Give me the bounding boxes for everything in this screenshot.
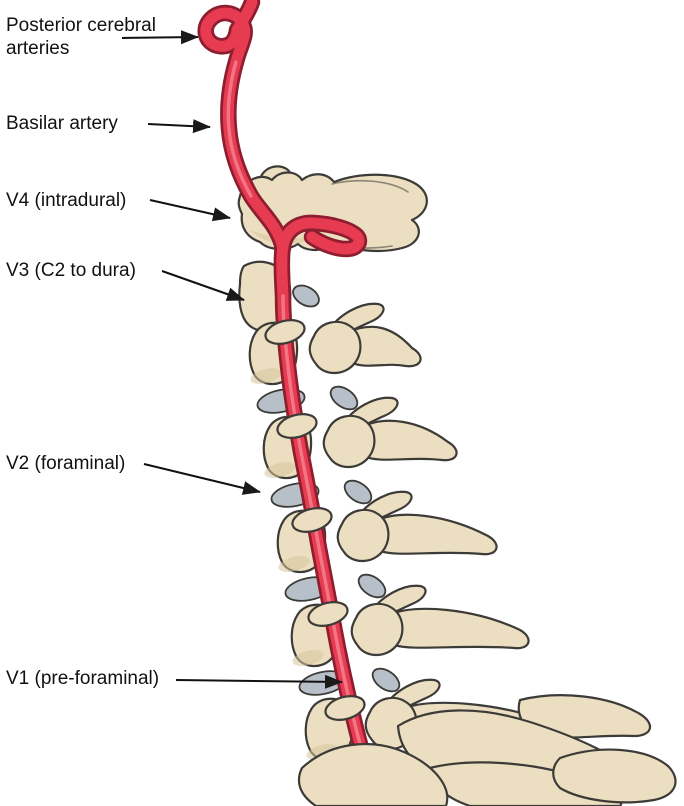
wing-shade	[250, 230, 320, 244]
foramen-bridge	[307, 601, 349, 627]
body-shade	[292, 650, 324, 666]
articular-pillar	[322, 414, 376, 469]
facet-cartilage	[329, 385, 359, 411]
body-shade	[278, 556, 310, 572]
label-v3: V3 (C2 to dura)	[6, 260, 136, 281]
vertebral-artery-system	[197, 0, 371, 761]
transverse-foramen-bridges	[264, 319, 449, 806]
label-arrows	[121, 30, 343, 689]
foramen-bridge	[264, 319, 306, 345]
arrow-v3	[161, 270, 245, 301]
facet-cartilage	[292, 284, 320, 308]
artery-highlight	[226, 60, 253, 198]
label-v2: V2 (foraminal)	[6, 453, 126, 474]
foramen-bridge	[324, 695, 366, 721]
label-posterior-cerebral-arteries: Posterior cerebral arteries	[6, 15, 156, 60]
facet-cartilage	[343, 479, 373, 505]
facet-cartilage	[371, 667, 401, 693]
articular-pillar	[336, 508, 390, 563]
arrow-v1	[175, 674, 343, 689]
label-v1: V1 (pre-foraminal)	[6, 668, 160, 689]
facet-cartilage	[357, 573, 387, 599]
bottom-right-bone	[552, 748, 677, 804]
foramen-bridge	[291, 507, 333, 533]
arrow-basilar	[147, 119, 211, 134]
spinous-process	[370, 513, 498, 556]
articular-pillar	[308, 320, 362, 375]
arrow-posterior-cerebral	[121, 30, 199, 45]
foramen-bridge	[276, 413, 318, 439]
label-basilar-artery: Basilar artery	[6, 113, 118, 134]
arrow-v2	[143, 463, 261, 495]
upper-thoracic-bones	[396, 694, 677, 806]
body-shade	[250, 368, 282, 384]
articular-pillar	[350, 602, 404, 657]
body-shade	[264, 462, 296, 478]
bottom-center-bone	[297, 742, 449, 806]
wing-contour	[331, 179, 409, 193]
arrow-v4	[149, 199, 231, 222]
label-v4: V4 (intradural)	[6, 190, 127, 211]
spinous-process	[384, 607, 530, 650]
